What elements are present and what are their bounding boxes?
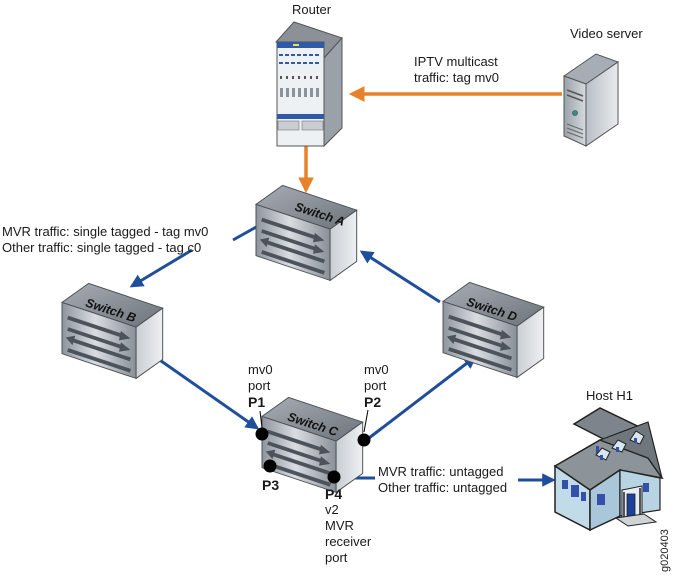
iptv-annotation: IPTV multicast traffic: tag mv0	[414, 54, 499, 86]
port-p4-name: P4	[325, 486, 343, 502]
switch-a-icon: Switch A	[254, 183, 359, 283]
trunk-annotation: MVR traffic: single tagged - tag mv0 Oth…	[2, 224, 208, 256]
link-switch-c-to-switch-d	[368, 355, 478, 440]
link-switch-b-to-switch-c	[153, 354, 260, 430]
host-link-annotation-line-2: Other traffic: untagged	[378, 480, 508, 495]
router-icon	[275, 21, 343, 148]
port-p1-dot[interactable]	[255, 427, 269, 441]
port-p3-dot[interactable]	[263, 459, 277, 473]
port-p2-desc-2: port	[364, 378, 387, 393]
port-p1-desc-2: port	[248, 378, 271, 393]
video-server-icon	[562, 53, 620, 147]
port-p2-label: mv0 port P2	[364, 362, 389, 410]
p1-leader	[259, 410, 263, 429]
port-p4-desc-4: port	[325, 550, 348, 565]
link-switch-a-to-switch-b-lower	[129, 248, 193, 288]
port-p3-name: P3	[262, 477, 280, 493]
p2-leader	[363, 409, 369, 433]
video-server-label: Video server	[570, 26, 643, 41]
port-p1-desc-1: mv0	[248, 362, 273, 377]
iptv-annotation-line-2: traffic: tag mv0	[414, 70, 500, 85]
port-p1-label: mv0 port P1	[248, 362, 273, 410]
host-h1-icon	[553, 407, 664, 532]
link-switch-a-to-switch-b	[232, 224, 259, 242]
port-p4-dot[interactable]	[327, 470, 341, 484]
figure-id: g020403	[659, 529, 671, 572]
port-p2-dot[interactable]	[357, 433, 371, 447]
link-switch-d-to-switch-a	[359, 250, 441, 304]
port-p4-label: P4 v2 MVR receiver port	[325, 486, 371, 566]
router-label: Router	[292, 2, 332, 17]
iptv-annotation-line-1: IPTV multicast	[414, 54, 498, 69]
host-link-annotation-line-1: MVR traffic: untagged	[378, 464, 504, 479]
switch-b-icon: Switch B	[60, 281, 165, 381]
trunk-annotation-line-2: Other traffic: single tagged - tag c0	[2, 240, 202, 255]
port-p2-desc-1: mv0	[364, 362, 389, 377]
host-h1-label: Host H1	[586, 388, 633, 403]
port-p4-desc-3: receiver	[325, 534, 372, 549]
switch-d-icon: Switch D	[441, 280, 546, 380]
port-p4-desc-1: v2	[325, 502, 339, 517]
port-p1-name: P1	[248, 394, 266, 410]
trunk-annotation-line-1: MVR traffic: single tagged - tag mv0	[2, 224, 209, 239]
port-p2-name: P2	[364, 394, 382, 410]
switch-c-icon: Switch C	[260, 395, 365, 495]
port-p4-desc-2: MVR	[325, 518, 354, 533]
host-link-annotation: MVR traffic: untagged Other traffic: unt…	[378, 464, 507, 496]
